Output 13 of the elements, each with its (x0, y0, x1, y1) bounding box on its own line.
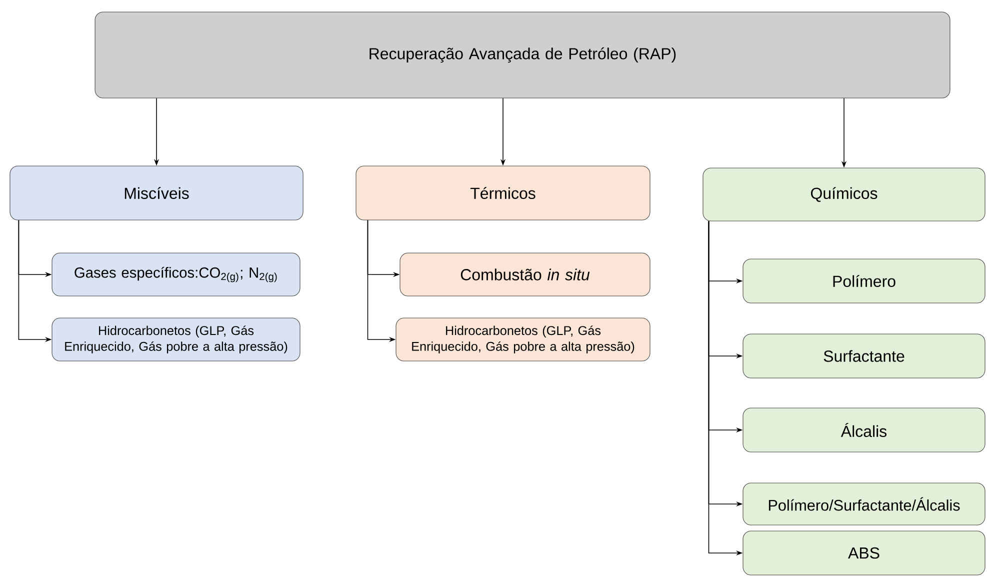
category-box: Químicos (702, 168, 986, 222)
method-box: Hidrocarbonetos (GLP, Gás Enriquecido, Gás pobre a alta pressão) (52, 318, 300, 362)
method-box: Álcalis (742, 408, 986, 452)
method-box: ABS (742, 530, 986, 576)
title-box: Recuperação Avançada de Petróleo (RAP) (94, 12, 950, 98)
method-box: Gases específicos:CO$_{2(g)}$; N$_{2(g)}$ (52, 252, 300, 296)
category-box: Miscíveis (10, 166, 304, 220)
method-box: Hidrocarbonetos (GLP, Gás Enriquecido, Gás pobre a alta pressão) (396, 318, 650, 362)
method-box: Combustão in situ (400, 252, 650, 296)
method-box: Surfactante (742, 334, 986, 378)
method-box: Polímero/Surfactante/Álcalis (742, 482, 986, 526)
category-box: Térmicos (356, 166, 650, 220)
method-box: Polímero (742, 258, 986, 304)
